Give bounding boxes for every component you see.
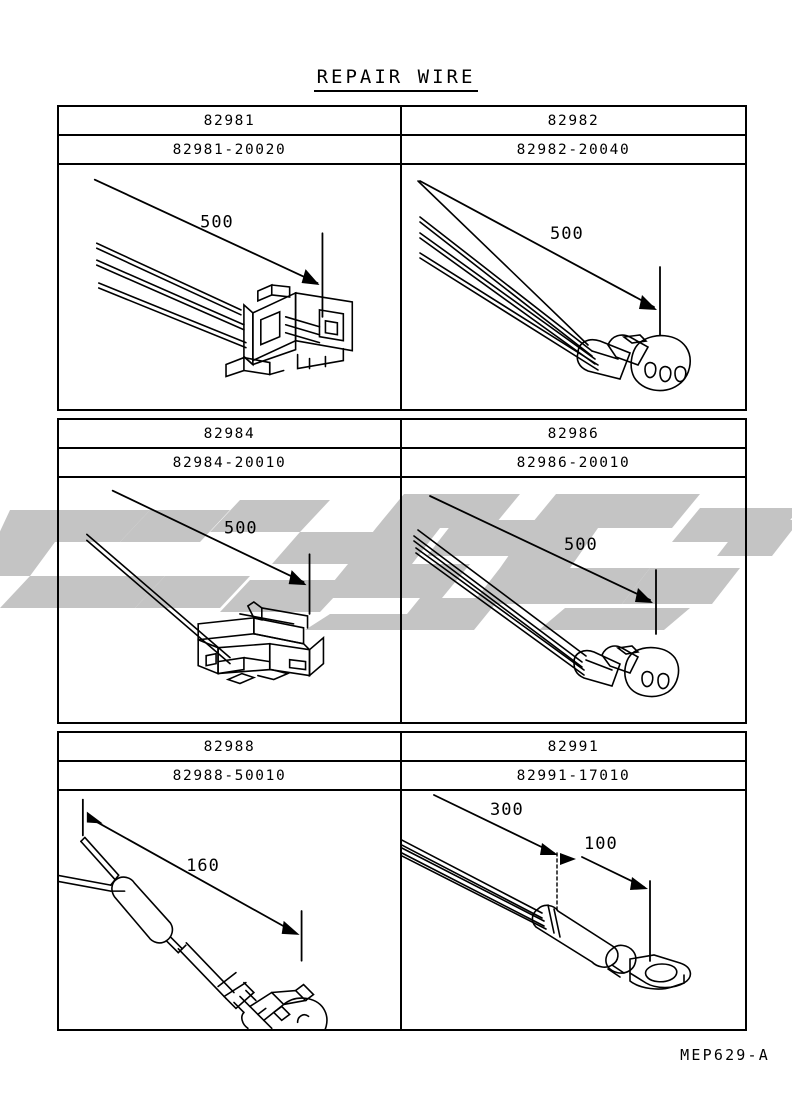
group-number-cell: 82988 xyxy=(59,733,402,762)
group-number-row: 82984 82986 xyxy=(59,420,745,449)
group-number-cell: 82991 xyxy=(402,733,745,762)
drawing-row: 500 xyxy=(59,478,745,722)
parts-table: 82981 82982 82981-20020 82982-20040 xyxy=(57,105,747,1031)
dimension-label: 500 xyxy=(550,224,584,244)
group-number-row: 82981 82982 xyxy=(59,107,745,136)
group-number-cell: 82981 xyxy=(59,107,402,136)
dimension-label: 300 xyxy=(490,800,524,820)
drawing-cell-82982: 500 xyxy=(402,165,745,409)
group-number-cell: 82982 xyxy=(402,107,745,136)
dimension-label: 500 xyxy=(224,517,257,537)
drawing-cell-82984: 500 xyxy=(59,478,402,722)
drawing-cell-82981: 500 xyxy=(59,165,402,409)
drawing-row: 500 xyxy=(59,165,745,409)
dimension-label: 160 xyxy=(186,855,219,875)
part-number-cell: 82981-20020 xyxy=(59,136,402,165)
part-number-row: 82981-20020 82982-20040 xyxy=(59,136,745,165)
drawing-cell-82986: 500 xyxy=(402,478,745,722)
dimension-label: 500 xyxy=(200,211,233,231)
group-number-row: 82988 82991 xyxy=(59,733,745,762)
table-row: 82988 82991 82988-50010 82991-17010 xyxy=(57,731,747,1031)
table-row: 82981 82982 82981-20020 82982-20040 xyxy=(57,105,747,411)
part-number-row: 82988-50010 82991-17010 xyxy=(59,762,745,791)
part-number-cell: 82988-50010 xyxy=(59,762,402,791)
part-number-row: 82984-20010 82986-20010 xyxy=(59,449,745,478)
page-title-text: REPAIR WIRE xyxy=(313,66,479,92)
group-number-cell: 82986 xyxy=(402,420,745,449)
page-title: REPAIR WIRE xyxy=(0,66,792,92)
drawing-cell-82988: 160 xyxy=(59,791,402,1029)
diagram-reference-code: MEP629-A xyxy=(680,1046,770,1064)
drawing-row: 160 xyxy=(59,791,745,1029)
part-number-cell: 82991-17010 xyxy=(402,762,745,791)
part-number-cell: 82984-20010 xyxy=(59,449,402,478)
dimension-label: 100 xyxy=(584,834,618,854)
group-number-cell: 82984 xyxy=(59,420,402,449)
drawing-cell-82991: 300 100 xyxy=(402,791,745,1029)
table-row: 82984 82986 82984-20010 82986-20010 xyxy=(57,418,747,724)
part-number-cell: 82982-20040 xyxy=(402,136,745,165)
part-number-cell: 82986-20010 xyxy=(402,449,745,478)
dimension-label: 500 xyxy=(564,535,598,555)
